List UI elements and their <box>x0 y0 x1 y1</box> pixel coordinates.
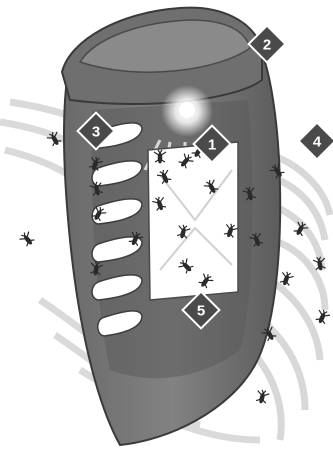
insect-icon <box>314 308 330 325</box>
marker-1-label: 1 <box>208 137 216 154</box>
insect-icon <box>255 389 270 405</box>
marker-2-label: 2 <box>263 37 271 54</box>
marker-3-label: 3 <box>92 124 100 141</box>
marker-4-label: 4 <box>313 134 322 151</box>
catch-panel <box>148 142 238 300</box>
marker-4: 4 <box>299 123 333 160</box>
insect-icon <box>18 230 36 248</box>
marker-5-label: 5 <box>197 303 205 320</box>
